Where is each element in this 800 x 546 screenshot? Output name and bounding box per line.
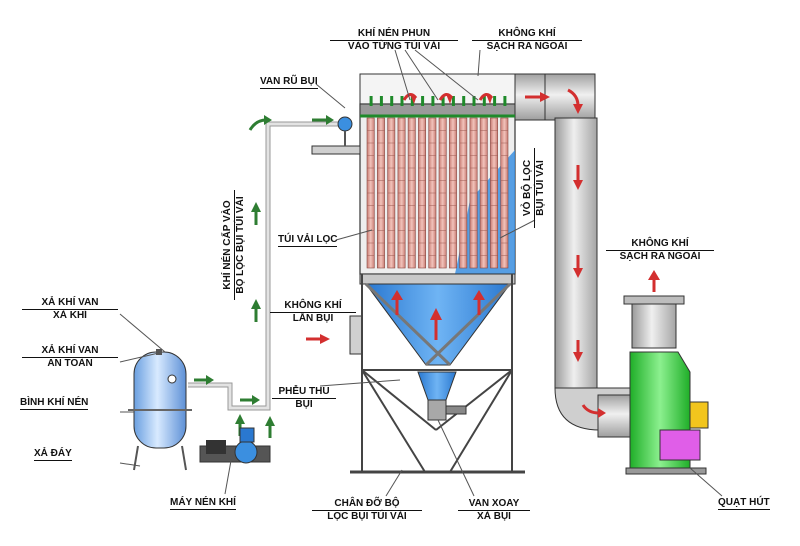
spray-nozzle [441, 96, 445, 106]
spray-nozzle [410, 96, 414, 106]
safety-valve-line1: XẢ KHÍ VAN [22, 345, 118, 358]
clean-air-right-line2: SẠCH RA NGOÀI [619, 251, 701, 262]
spray-nozzle [472, 96, 476, 106]
compressed-air-line2: BỌ LỌC BỤI TÚI VẢI [235, 196, 246, 294]
label-dusty-air: KHÔNG KHÍ LẪN BỤI [270, 300, 356, 325]
spray-nozzle [503, 96, 507, 106]
filter-casing-line2: BỤI TÚI VẢI [535, 160, 546, 216]
spray-nozzle [482, 96, 486, 106]
spray-nozzle [462, 96, 466, 106]
label-compressor: MÁY NÉN KHÍ [170, 497, 236, 510]
clean-air-top-line1: KHÔNG KHÍ [472, 28, 582, 41]
vent-valve-line1: XẢ KHÍ VAN [22, 297, 118, 310]
spray-air-line2: VÀO TỪNG TÚI VẢI [347, 41, 441, 52]
leader-lines [119, 49, 723, 497]
clean-air-top-line2: SẠCH RA NGOÀI [486, 41, 568, 52]
spray-nozzle [400, 96, 404, 106]
rotary-valve-line1: VAN XOAY [458, 498, 530, 511]
exhaust-fan [623, 270, 709, 475]
support-frame [350, 274, 525, 474]
air-compressor [199, 427, 271, 464]
label-pulse-valve: VAN RŨ BỤI [260, 76, 318, 89]
label-drain: XẢ ĐÁY [34, 448, 72, 461]
spray-nozzle [493, 96, 497, 106]
dust-hopper-line2: BỤI [295, 399, 313, 410]
outlet-duct [525, 73, 633, 438]
spray-nozzle [390, 96, 394, 106]
spray-air-line1: KHÍ NÉN PHUN [330, 28, 458, 41]
hopper-section [349, 273, 516, 367]
dusty-air-line2: LẪN BỤI [292, 313, 334, 324]
vent-valve-line2: XẢ KHÍ [53, 310, 87, 321]
spray-nozzle [451, 96, 455, 106]
label-dust-hopper: PHỄU THU BỤI [272, 386, 336, 411]
support-stand-line2: LỌC BỤI TÚI VẢI [327, 511, 407, 522]
label-filter-bag: TÚI VẢI LỌC [278, 234, 338, 247]
air-receiver-tank [128, 349, 192, 471]
dust-hopper-line1: PHỄU THU [272, 386, 336, 399]
safety-valve-line2: AN TOÀN [47, 358, 93, 369]
filter-bags [366, 96, 509, 269]
spray-nozzle [379, 96, 383, 106]
label-rotary-valve: VAN XOAY XẢ BỤI [458, 498, 530, 523]
spray-nozzle [421, 96, 425, 106]
label-compressed-air-supply: KHÍ NÉN CẤP VÀO BỌ LỌC BỤI TÚI VẢI [222, 190, 247, 300]
label-filter-casing: VỎ BỘ LỌC BỤI TÚI VẢI [522, 148, 547, 228]
label-safety-valve: XẢ KHÍ VAN AN TOÀN [22, 345, 118, 370]
rotary-valve-line2: XẢ BỤI [477, 511, 511, 522]
spray-arrows [402, 93, 494, 104]
label-clean-air-right: KHÔNG KHÍ SẠCH RA NGOÀI [606, 238, 714, 263]
label-exhaust-fan: QUẠT HÚT [718, 497, 770, 510]
dusty-air-line1: KHÔNG KHÍ [270, 300, 356, 313]
label-clean-air-top: KHÔNG KHÍ SẠCH RA NGOÀI [472, 28, 582, 53]
clean-air-right-line1: KHÔNG KHÍ [606, 238, 714, 251]
label-vent-valve: XẢ KHÍ VAN XẢ KHÍ [22, 297, 118, 322]
label-support-stand: CHÂN ĐỠ BỘ LỌC BỤI TÚI VẢI [312, 498, 422, 523]
compressed-air-line1: KHÍ NÉN CẤP VÀO [222, 190, 235, 300]
spray-nozzle [431, 96, 435, 106]
spray-nozzle [369, 96, 373, 106]
label-air-receiver: BÌNH KHÍ NÉN [20, 397, 89, 410]
label-spray-air: KHÍ NÉN PHUN VÀO TỪNG TÚI VẢI [330, 28, 458, 53]
rotary-valve [417, 371, 467, 421]
filter-casing-line1: VỎ BỘ LỌC [522, 148, 535, 228]
support-stand-line1: CHÂN ĐỠ BỘ [312, 498, 422, 511]
